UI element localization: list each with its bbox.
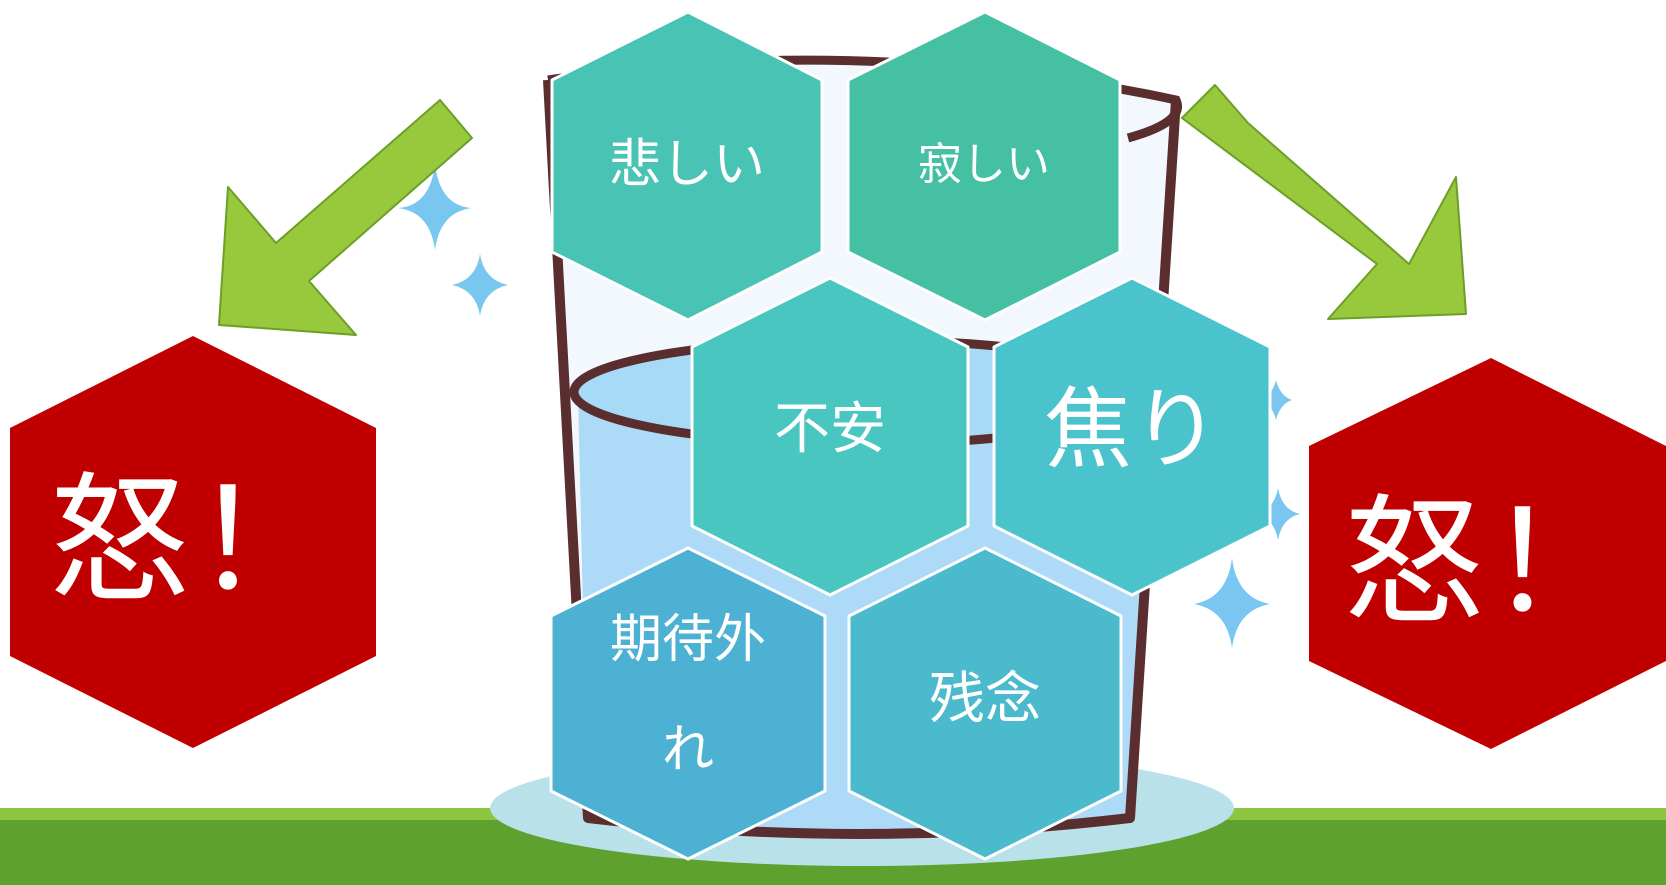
emotion-hexagons xyxy=(549,10,1272,861)
hex-anger-left xyxy=(10,336,376,748)
sparkle-icon xyxy=(398,164,1300,648)
hex-disappointed xyxy=(549,546,827,861)
hex-sad xyxy=(550,10,824,322)
arrow-right xyxy=(1181,84,1467,320)
hex-anxiety xyxy=(690,276,970,597)
hex-lonely xyxy=(846,10,1122,322)
arrow-left xyxy=(218,99,473,336)
hex-regret xyxy=(847,546,1123,861)
hex-impatience xyxy=(992,276,1272,597)
hex-anger-right xyxy=(1309,358,1666,749)
